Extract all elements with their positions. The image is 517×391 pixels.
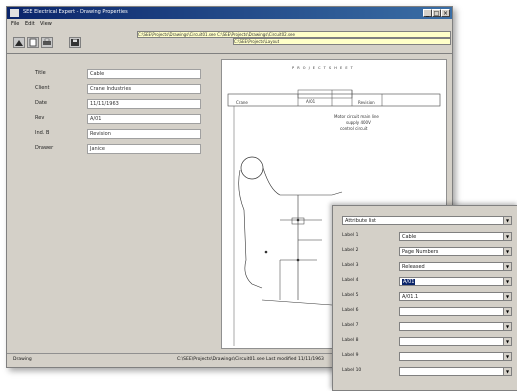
property-row: Title Cable xyxy=(13,69,211,79)
attribute-dropdown[interactable]: ▼ xyxy=(399,307,512,316)
property-row: Drawer Janice xyxy=(13,144,211,154)
property-label: Client xyxy=(35,85,50,91)
chevron-down-icon[interactable]: ▼ xyxy=(503,233,511,240)
attribute-value: Released xyxy=(402,264,425,270)
attributes-dialog: Attribute list ▼ Label 1 Cable ▼ Label 2… xyxy=(332,205,517,391)
title-block-text: Revision xyxy=(358,100,375,105)
print-icon[interactable] xyxy=(41,37,53,48)
property-label: Title xyxy=(35,70,46,76)
attribute-dropdown[interactable]: ▼ xyxy=(399,337,512,346)
attribute-dropdown[interactable]: ▼ xyxy=(399,352,512,361)
drawer-field[interactable]: Janice xyxy=(87,144,201,154)
attribute-label: Label 1 xyxy=(342,233,359,238)
attribute-label: Label 2 xyxy=(342,248,359,253)
attribute-label: Label 3 xyxy=(342,263,359,268)
property-row: Date 11/11/1963 xyxy=(13,99,211,109)
attribute-dropdown-selected[interactable]: A/01 ▼ xyxy=(399,277,512,286)
maximize-button[interactable]: □ xyxy=(432,9,441,17)
attribute-value: Page Numbers xyxy=(402,249,439,255)
attribute-value: Cable xyxy=(402,234,417,240)
minimize-button[interactable]: _ xyxy=(423,9,432,17)
properties-panel: Title Cable Client Crane Industries Date… xyxy=(13,57,211,347)
property-row: Ind. B Revision xyxy=(13,129,211,139)
chevron-down-icon[interactable]: ▼ xyxy=(503,308,511,315)
index-field[interactable]: Revision xyxy=(87,129,201,139)
new-document-icon[interactable] xyxy=(27,37,39,48)
open-icon[interactable] xyxy=(13,37,25,48)
status-right: C:\SEE\Projects\Drawings\Circuit01.see L… xyxy=(177,357,324,362)
attribute-label: Label 8 xyxy=(342,338,359,343)
title-block-text: Crane xyxy=(236,100,248,105)
attribute-value-selected: A/01 xyxy=(402,279,416,285)
path-field-1[interactable]: C:\SEE\Projects\Drawings\Circuit01.see C… xyxy=(137,31,451,38)
drawing-note: supply 400V xyxy=(346,120,371,125)
rev-field[interactable]: A/01 xyxy=(87,114,201,124)
sheet-header: P R O J E C T S H E E T xyxy=(292,66,354,70)
property-label: Rev xyxy=(35,115,45,121)
chevron-down-icon[interactable]: ▼ xyxy=(503,323,511,330)
title-bar[interactable]: SEE Electrical Expert - Drawing Properti… xyxy=(7,7,452,19)
attribute-label: Label 6 xyxy=(342,308,359,313)
property-label: Drawer xyxy=(35,145,54,151)
schematic-drawing xyxy=(227,89,441,346)
window-title: SEE Electrical Expert - Drawing Properti… xyxy=(23,9,128,15)
attribute-select[interactable]: Attribute list ▼ xyxy=(342,216,512,225)
date-field[interactable]: 11/11/1963 xyxy=(87,99,201,109)
property-row: Rev A/01 xyxy=(13,114,211,124)
chevron-down-icon[interactable]: ▼ xyxy=(503,248,511,255)
attribute-label: Label 5 xyxy=(342,293,359,298)
attribute-select-value: Attribute list xyxy=(345,218,377,224)
attribute-dropdown[interactable]: ▼ xyxy=(399,367,512,376)
menu-view[interactable]: View xyxy=(40,21,52,27)
close-button[interactable]: × xyxy=(441,9,450,17)
menu-file[interactable]: File xyxy=(11,21,20,27)
chevron-down-icon[interactable]: ▼ xyxy=(503,278,511,285)
chevron-down-icon[interactable]: ▼ xyxy=(503,263,511,270)
attribute-dropdown[interactable]: Page Numbers ▼ xyxy=(399,247,512,256)
toolbar: C:\SEE\Projects\Drawings\Circuit01.see C… xyxy=(7,29,452,54)
title-field[interactable]: Cable xyxy=(87,69,201,79)
attribute-label: Label 4 xyxy=(342,278,359,283)
title-block-text: A/01 xyxy=(306,99,316,104)
attribute-dropdown[interactable]: A/01.1 ▼ xyxy=(399,292,512,301)
attribute-value: A/01.1 xyxy=(402,294,419,300)
status-bar: Drawing C:\SEE\Projects\Drawings\Circuit… xyxy=(7,353,452,366)
save-icon[interactable] xyxy=(69,37,81,48)
attribute-dropdown[interactable]: Cable ▼ xyxy=(399,232,512,241)
drawing-note: control circuit xyxy=(340,126,368,131)
attribute-dropdown[interactable]: Released ▼ xyxy=(399,262,512,271)
property-label: Ind. B xyxy=(35,130,50,136)
app-icon xyxy=(10,9,19,17)
attribute-label: Label 7 xyxy=(342,323,359,328)
chevron-down-icon[interactable]: ▼ xyxy=(503,338,511,345)
attribute-label: Label 9 xyxy=(342,353,359,358)
attribute-dropdown[interactable]: ▼ xyxy=(399,322,512,331)
menu-edit[interactable]: Edit xyxy=(25,21,35,27)
path-field-2[interactable]: C:\SEE\Projects\Layout xyxy=(233,38,451,45)
chevron-down-icon[interactable]: ▼ xyxy=(503,217,511,224)
status-left: Drawing xyxy=(13,357,32,362)
chevron-down-icon[interactable]: ▼ xyxy=(503,368,511,375)
property-label: Date xyxy=(35,100,47,106)
attribute-label: Label 10 xyxy=(342,368,362,373)
property-row: Client Crane Industries xyxy=(13,84,211,94)
chevron-down-icon[interactable]: ▼ xyxy=(503,353,511,360)
drawing-note: Motor circuit main line xyxy=(334,114,379,119)
chevron-down-icon[interactable]: ▼ xyxy=(503,293,511,300)
menu-bar: File Edit View xyxy=(7,19,452,29)
client-field[interactable]: Crane Industries xyxy=(87,84,201,94)
